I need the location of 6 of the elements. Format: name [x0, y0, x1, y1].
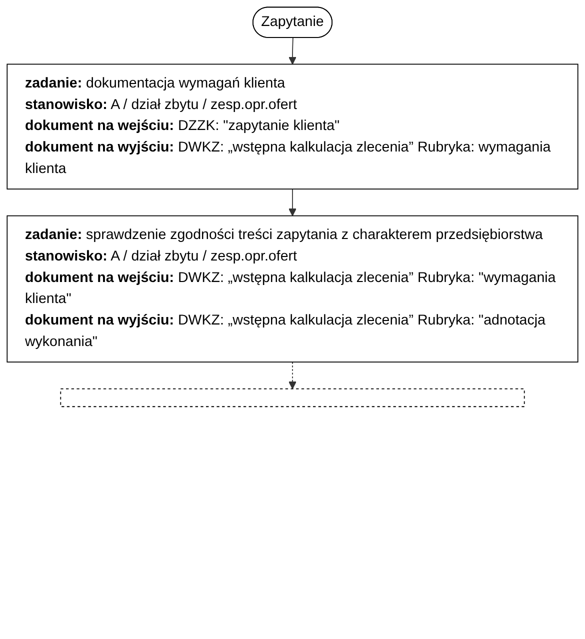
arrow — [288, 37, 296, 65]
arrow — [288, 362, 296, 390]
node-box: zadanie: sprawdzenie zgodności treści zapytania z charakterem przedsiębiorstwa stanowisko: A / dział zbytu / zesp.opr.ofert dokument na wejściu: DWKZ: „wstępna kalkulacja zlecenia” Rubryka: "wymagania klienta" dokument na wyjściu: DWKZ: „wstępna kalkulacja zlecenia” Rubryka: "adnotacja wykonania" — [6, 215, 578, 362]
node-box — [60, 388, 525, 408]
arrow — [288, 188, 296, 216]
node-box: zadanie: dokumentacja wymagań klienta stanowisko: A / dział zbytu / zesp.opr.ofert dokument na wejściu: DZZK: "zapytanie klienta" dokument na wyjściu: DWKZ: „wstępna kalkulacja zlecenia” Rubryka: wymagania klienta — [6, 64, 578, 190]
